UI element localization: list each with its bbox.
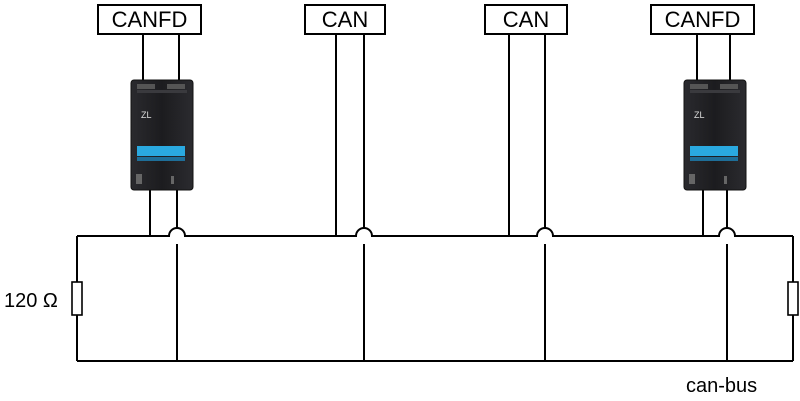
node-box-left-canfd: CANFD <box>97 4 202 35</box>
node-box-can-2: CAN <box>484 4 568 35</box>
termination-resistor-right <box>787 236 799 361</box>
node-label-left-canfd: CANFD <box>112 7 188 32</box>
termination-resistor-left <box>71 236 83 361</box>
svg-text:ZL: ZL <box>141 110 152 120</box>
can-high-line <box>77 227 793 237</box>
node-label-can-1: CAN <box>322 7 368 32</box>
node-label-right-canfd: CANFD <box>665 7 741 32</box>
drop-wires <box>142 34 731 236</box>
zlg-canfd-device-icon: ZL <box>683 79 747 191</box>
can-low-line <box>77 244 793 362</box>
resistor-label: 120 Ω <box>4 290 58 312</box>
bus-label: can-bus <box>686 375 757 397</box>
node-label-can-2: CAN <box>503 7 549 32</box>
node-box-right-canfd: CANFD <box>650 4 755 35</box>
svg-text:ZL: ZL <box>694 110 705 120</box>
zlg-canfd-device-icon: ZL <box>130 79 194 191</box>
node-box-can-1: CAN <box>304 4 386 35</box>
